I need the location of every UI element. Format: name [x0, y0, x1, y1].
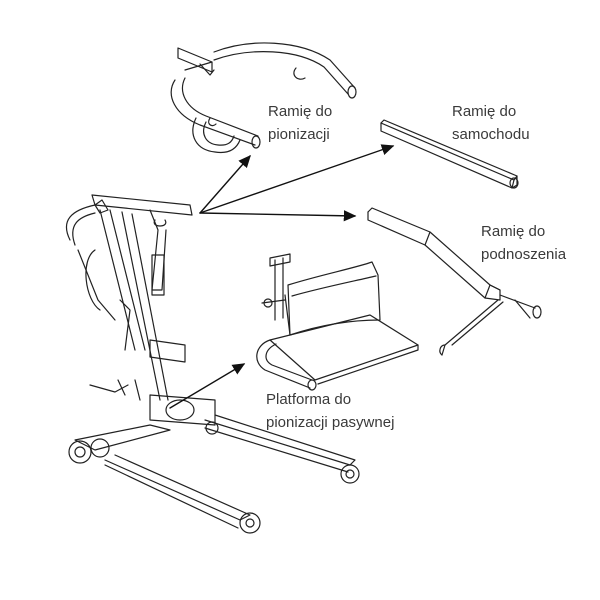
label-platform: Platforma do pionizacji pasywnej	[266, 388, 394, 434]
label-line: Ramię do	[452, 103, 517, 120]
label-line: pionizacji pasywnej	[266, 414, 395, 431]
label-line: pionizacji	[268, 126, 330, 143]
label-line: Platforma do	[266, 391, 352, 408]
label-line: Ramię do	[268, 103, 333, 120]
arrow-to-standing-arm	[199, 154, 251, 214]
label-lifting-arm: Ramię do podnoszenia	[481, 220, 566, 266]
label-car-arm: Ramię do samochodu	[452, 100, 530, 146]
lifting-arm-drawing	[367, 207, 542, 356]
arrow-to-platform	[169, 363, 246, 409]
arrow-to-car-arm	[199, 144, 395, 214]
platform-drawing	[256, 253, 419, 391]
label-line: Ramię do	[481, 223, 546, 240]
label-standing-arm: Ramię do pionizacji	[268, 100, 332, 146]
pointer-arrows	[169, 144, 395, 409]
car-arm-drawing	[380, 119, 519, 189]
label-line: samochodu	[452, 126, 530, 143]
standing-arm-drawing	[170, 42, 357, 154]
arrow-to-lifting-arm	[199, 210, 357, 222]
patient-lift-drawing	[65, 194, 360, 534]
label-line: podnoszenia	[481, 246, 567, 263]
